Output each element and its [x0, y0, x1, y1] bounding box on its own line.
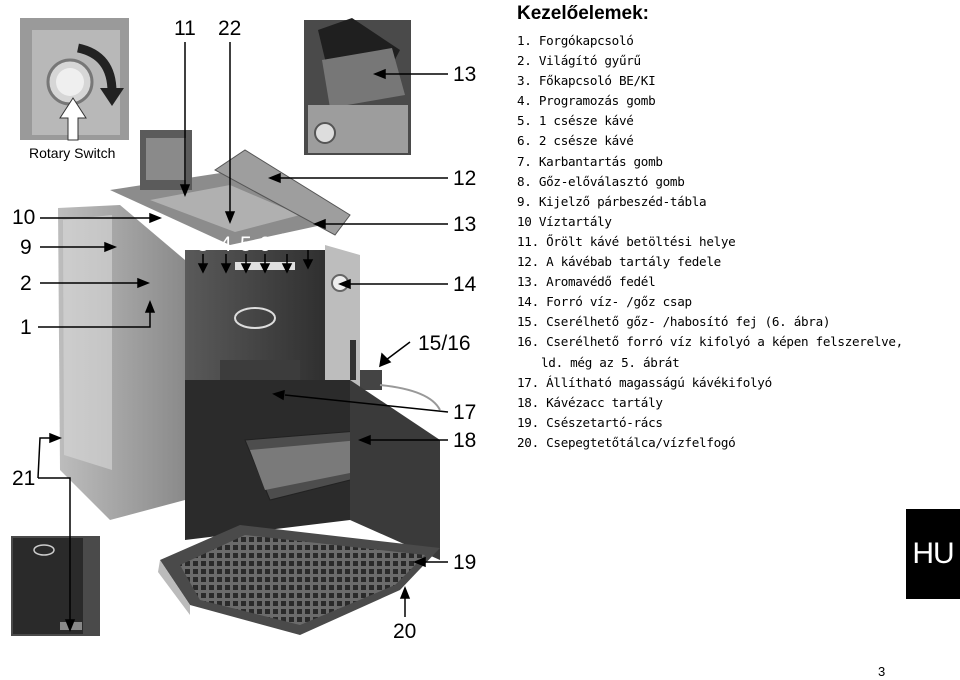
legend-item: 17. Állítható magasságú kávékifolyó	[517, 374, 772, 390]
legend-item: 18. Kávézacc tartály	[517, 394, 663, 410]
callout-1: 1	[20, 316, 32, 339]
legend-item: 6. 2 csésze kávé	[517, 133, 634, 149]
callout-5: 5	[240, 233, 252, 256]
legend-item: 14. Forró víz- /gőz csap	[517, 294, 692, 310]
callout-11: 11	[174, 17, 196, 40]
legend-item: 1. Forgókapcsoló	[517, 33, 634, 48]
legend-item: 11. Őrölt kávé betöltési helye	[517, 233, 736, 249]
leader-lines	[37, 42, 449, 633]
rotary-switch-label: Rotary Switch	[29, 145, 116, 161]
callout-2: 2	[20, 272, 32, 295]
bean-container-inset	[304, 18, 411, 155]
legend-item: 8. Gőz-előválasztó gomb	[517, 173, 685, 189]
language-tab: HU	[906, 509, 960, 599]
legend-title: Kezelőelemek:	[517, 3, 650, 24]
callout-9: 9	[20, 236, 32, 259]
callout-17: 17	[453, 401, 477, 424]
legend-item: 13. Aromavédő fedél	[517, 274, 656, 290]
legend-item: 10 Víztartály	[517, 213, 612, 229]
callout-10: 10	[12, 206, 36, 229]
page-number: 3	[878, 664, 886, 679]
legend-item: 20. Csepegtetőtálca/vízfelfogó	[517, 434, 736, 450]
callout-21: 21	[12, 467, 36, 490]
legend-item: 16. Cserélhető forró víz kifolyó a képen…	[517, 334, 903, 350]
legend-list: 1. Forgókapcsoló 2. Világító gyűrű 3. Fő…	[517, 31, 903, 453]
legend-item: 9. Kijelző párbeszéd-tábla	[517, 193, 707, 209]
legend-item: 4. Programozás gomb	[517, 93, 656, 109]
rotary-switch-inset	[20, 18, 129, 141]
legend-item: 19. Csészetartó-rács	[517, 414, 663, 430]
legend-item: 12. A kávébab tartály fedele	[517, 254, 721, 270]
legend-item: 5. 1 csésze kávé	[517, 113, 634, 129]
legend-item: 2. Világító gyűrű	[517, 53, 641, 69]
callout-3: 3	[197, 233, 209, 256]
callout-18: 18	[453, 429, 477, 452]
callout-8: 8	[302, 228, 314, 251]
legend-item: 15. Cserélhető gőz- /habosító fej (6. áb…	[517, 314, 831, 330]
callout-4: 4	[220, 233, 232, 256]
callout-13: 13	[453, 213, 477, 236]
callout-15-16: 15/16	[418, 332, 471, 355]
callout-14: 14	[453, 273, 477, 296]
drip-tray-inset	[11, 536, 100, 636]
legend-item: 3. Főkapcsoló BE/KI	[517, 73, 656, 89]
callout-12: 12	[453, 167, 477, 190]
callout-6: 6	[259, 233, 271, 256]
callout-20: 20	[393, 620, 417, 643]
coffee-machine-body	[58, 130, 441, 635]
callout-13-top: 13	[453, 63, 477, 86]
legend-item-continuation: ld. még az 5. ábrát	[541, 354, 680, 370]
callout-22: 22	[218, 17, 242, 40]
legend-item: 7. Karbantartás gomb	[517, 153, 663, 169]
callout-19: 19	[453, 551, 477, 574]
callout-7: 7	[281, 230, 293, 253]
